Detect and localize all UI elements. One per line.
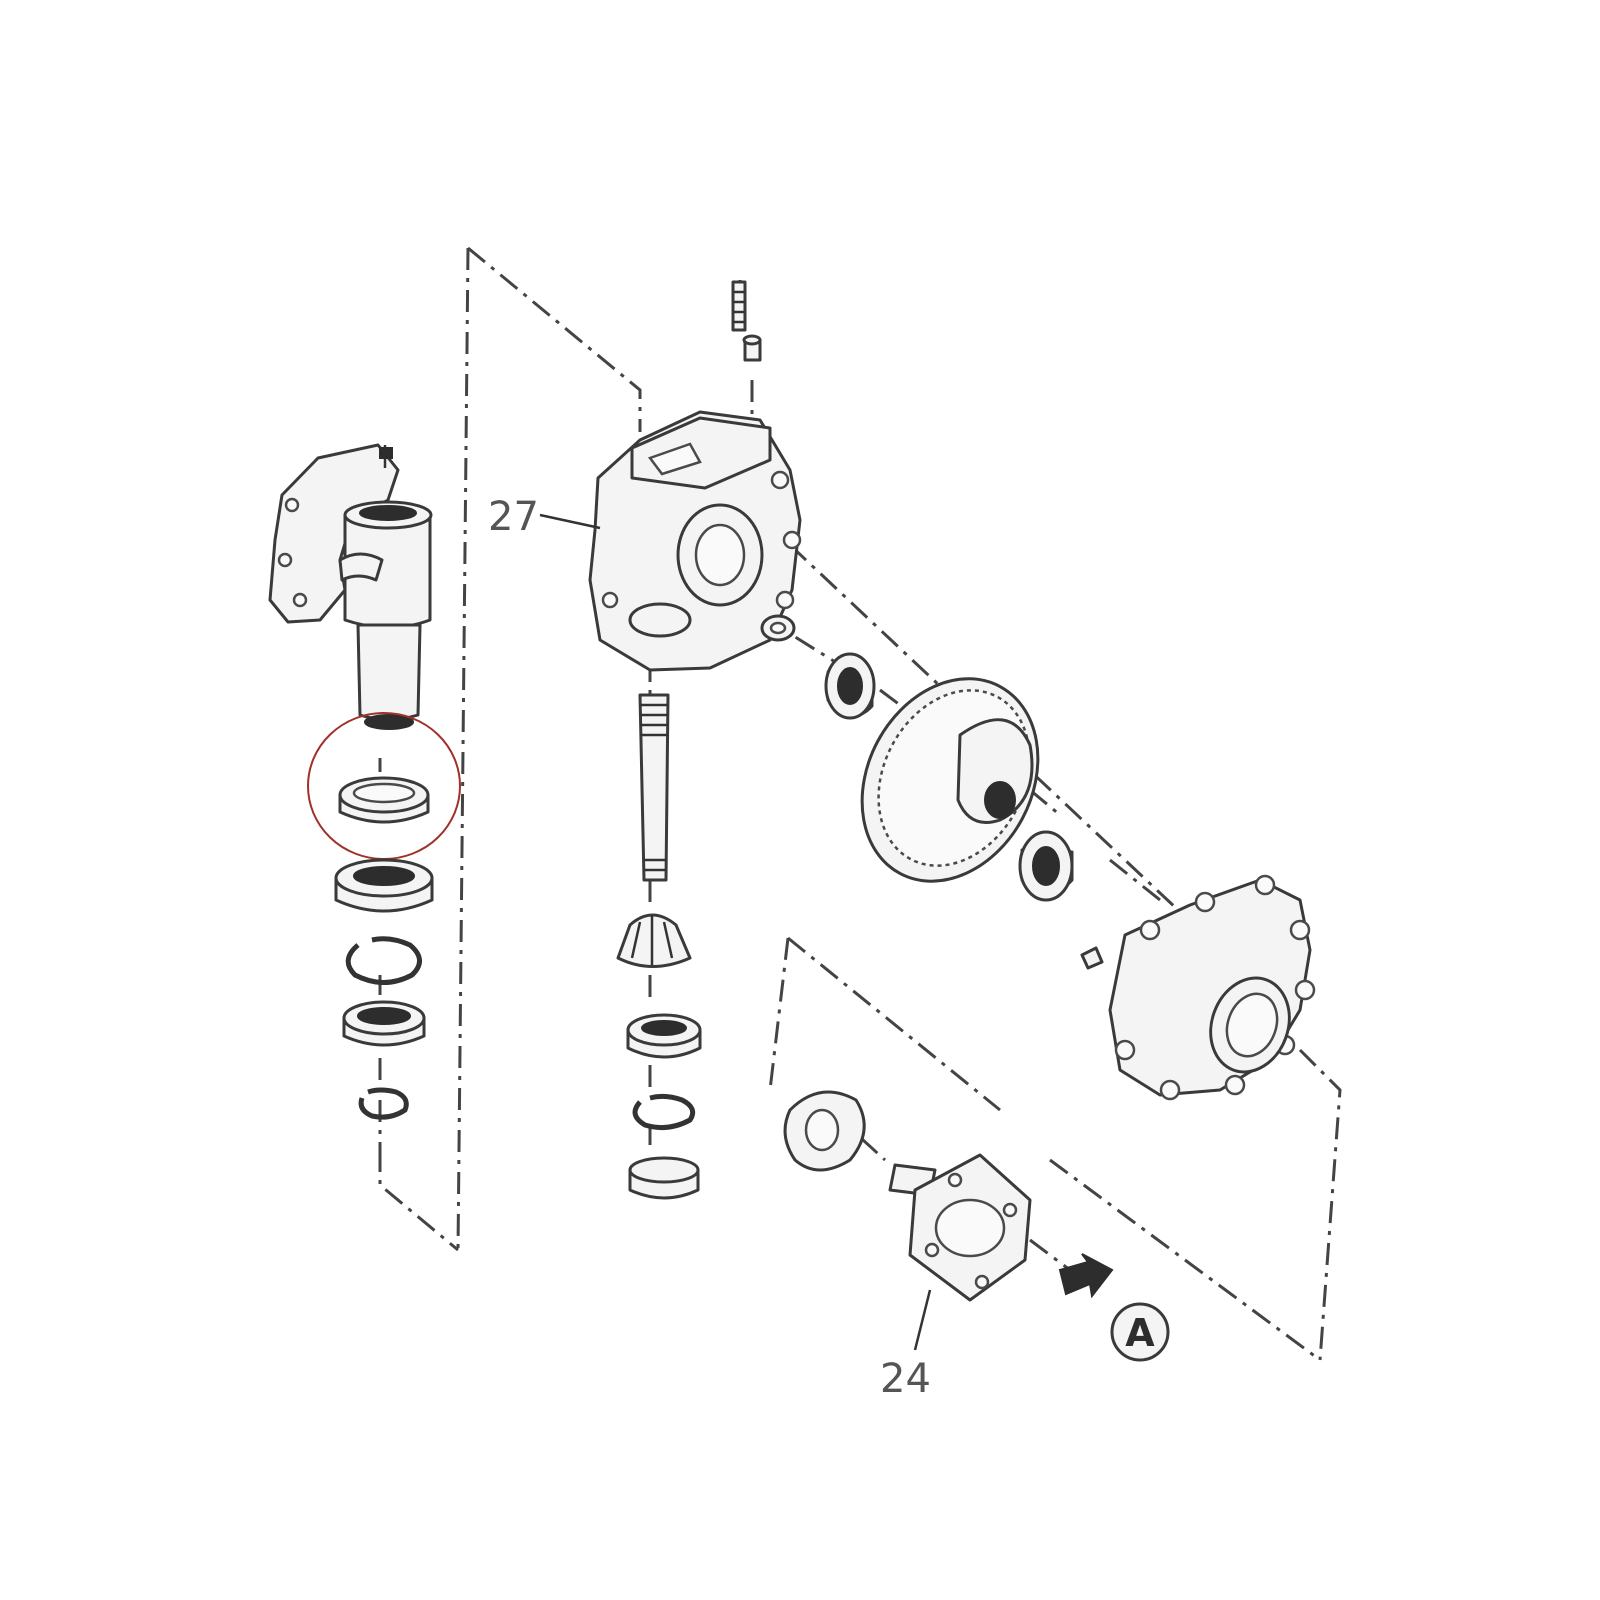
small-washer: [760, 614, 796, 642]
center-seal-cup: [628, 1156, 700, 1200]
output-flange: [888, 1153, 1032, 1302]
left-snap-ring: [345, 936, 422, 985]
left-bearing-lower: [342, 1000, 426, 1047]
pinion-gear: [616, 913, 692, 968]
left-small-ring: [358, 1087, 409, 1120]
view-arrow: [1058, 1253, 1114, 1299]
housing-label: 27: [488, 494, 539, 540]
center-bearing: [626, 1013, 702, 1059]
highlighted-seal: [307, 712, 461, 860]
center-snap-ring: [632, 1093, 696, 1131]
callout-27: 27: [488, 494, 601, 540]
ring-gear: [860, 677, 1040, 883]
callout-24: 24: [880, 1289, 932, 1402]
right-bearing-lower: [1018, 830, 1074, 902]
gearbox-housing: [588, 410, 802, 672]
housing-nipple: [742, 334, 762, 362]
vertical-shaft: [638, 693, 670, 882]
small-pin: [1080, 946, 1104, 970]
view-marker-letter: A: [1125, 1311, 1155, 1355]
knuckle-housing: [268, 443, 433, 730]
spacer-collar: [783, 1090, 866, 1172]
side-cover: [1108, 874, 1316, 1101]
assembly-boundary-left: [378, 246, 642, 1252]
housing-bolt: [731, 280, 747, 332]
left-bearing-upper: [334, 858, 434, 913]
flange-label: 24: [880, 1356, 931, 1402]
right-bearing-upper: [824, 652, 876, 720]
view-marker-a: A: [1110, 1302, 1170, 1362]
